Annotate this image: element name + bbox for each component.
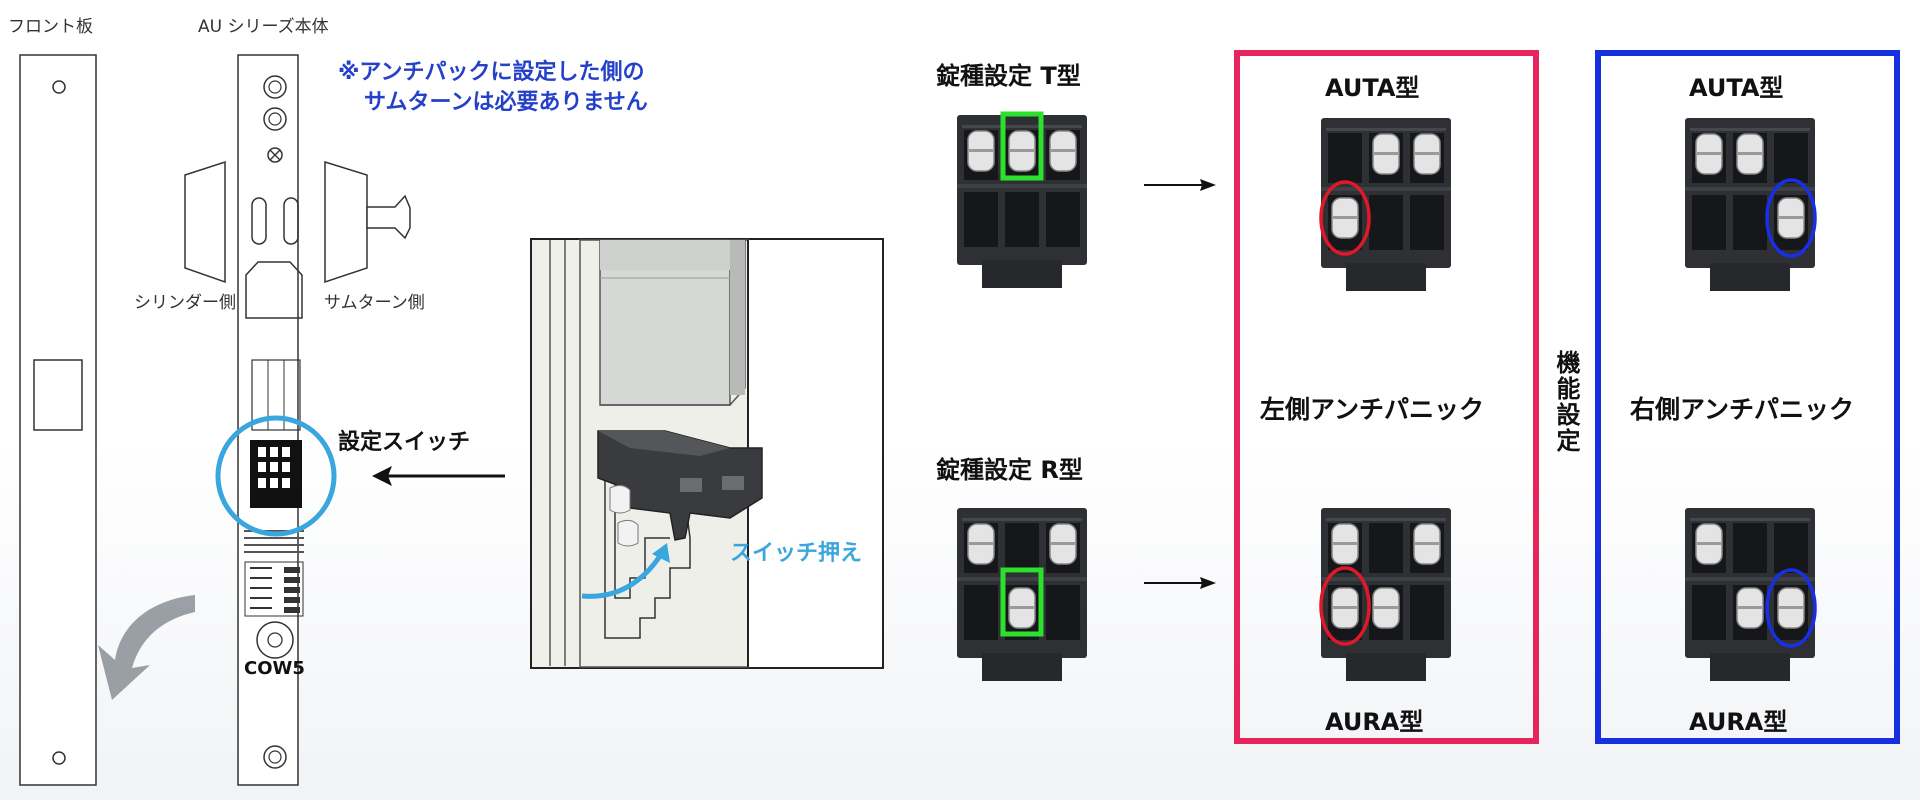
right-anti-panic-label: 右側アンチパニック [1630, 395, 1855, 424]
switch-image-r-type [952, 498, 1092, 688]
thumbturn [324, 160, 411, 284]
green-highlight-r [1000, 567, 1044, 637]
left-aura-label: AURA型 [1325, 708, 1424, 736]
right-anti-panic-panel [1595, 50, 1900, 744]
model-code: COW5 [244, 658, 305, 679]
arrow-right-icon-bottom [1144, 577, 1216, 589]
au-body-label: AU シリーズ本体 [198, 17, 329, 37]
thumbturn-side-label: サムターン側 [324, 293, 425, 313]
blue-arrow-icon [652, 543, 670, 563]
switch-highlight-circle [215, 415, 337, 537]
right-aura-label: AURA型 [1689, 708, 1788, 736]
cylinder-side-label: シリンダー側 [134, 293, 236, 313]
switch-image-t-type [952, 111, 1092, 295]
cylinder [184, 160, 226, 284]
lock-type-t-label: 錠種設定 T型 [936, 62, 1081, 90]
right-auta-label: AUTA型 [1689, 74, 1784, 102]
note-text-line2: サムターンは必要ありません [364, 90, 648, 115]
rotate-arrow-icon [98, 595, 195, 700]
lock-body-drawing [19, 54, 505, 786]
setting-switch-label: 設定スイッチ [338, 430, 471, 455]
switch-press-illustration [530, 238, 884, 669]
function-setting-label: 機能設定 [1552, 350, 1580, 454]
arrow-left-icon [372, 466, 392, 486]
front-plate-label: フロント板 [8, 17, 93, 37]
left-anti-panic-panel [1234, 50, 1539, 744]
switch-press-label: スイッチ押え [730, 541, 863, 566]
switch-image-right-auta [1680, 108, 1817, 298]
front-plate [19, 54, 97, 786]
blue-marker-right-auta [1765, 178, 1817, 258]
note-text-line1: ※アンチパックに設定した側の [338, 60, 645, 85]
green-highlight-t [1000, 111, 1044, 181]
switch-image-right-aura [1680, 498, 1817, 688]
left-auta-label: AUTA型 [1325, 74, 1420, 102]
red-marker-left-aura [1319, 566, 1371, 646]
arrow-right-icon-top [1144, 179, 1216, 191]
blue-marker-right-aura [1765, 568, 1817, 648]
switch-image-left-aura [1319, 498, 1456, 688]
lock-type-r-label: 錠種設定 R型 [936, 456, 1083, 484]
left-anti-panic-label: 左側アンチパニック [1260, 395, 1485, 424]
switch-image-left-auta [1319, 108, 1456, 298]
red-marker-left-auta [1319, 180, 1371, 256]
